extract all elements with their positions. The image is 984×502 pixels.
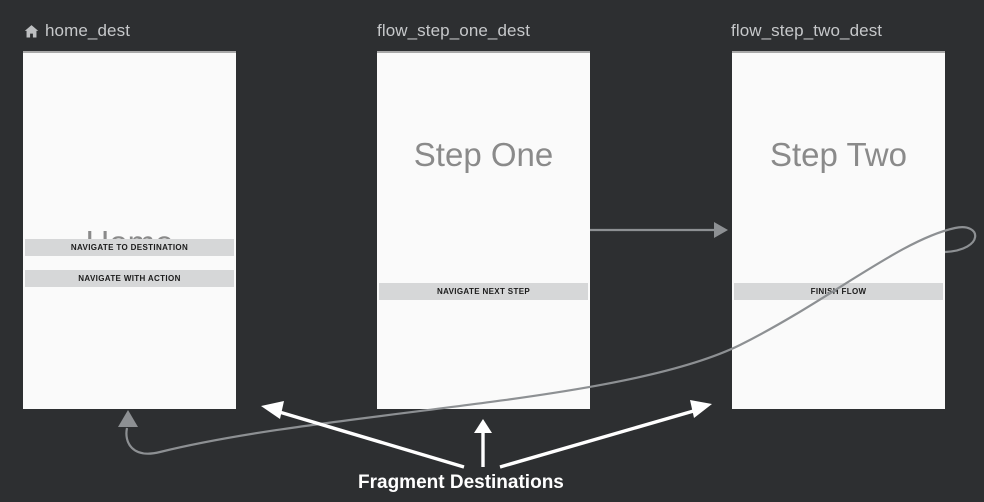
annotation-pointer-left [261,401,465,469]
destination-label-text: flow_step_two_dest [731,21,883,40]
edge-step-one-to-step-two[interactable] [590,222,728,238]
destination-label-text: home_dest [45,21,131,40]
screen-button-finish-flow[interactable]: FINISH FLOW [734,283,943,300]
home-icon [23,23,40,40]
destination-card-home-dest[interactable]: Home NAVIGATE TO DESTINATION NAVIGATE WI… [23,51,236,409]
screen-title-step-one: Step One [413,136,554,173]
screen-button-navigate-with-action[interactable]: NAVIGATE WITH ACTION [25,270,234,287]
screen-button-navigate-to-destination[interactable]: NAVIGATE TO DESTINATION [25,239,234,256]
screen-button-navigate-next-step[interactable]: NAVIGATE NEXT STEP [379,283,588,300]
destination-label-flow-step-two-dest[interactable]: flow_step_two_dest [731,21,882,41]
destination-label-flow-step-one-dest[interactable]: flow_step_one_dest [377,21,530,41]
destination-card-flow-step-two-dest[interactable]: Step Two FINISH FLOW [732,51,945,409]
screen-title-step-two: Step Two [770,136,907,173]
destination-label-text: flow_step_one_dest [377,21,531,40]
destination-card-flow-step-one-dest[interactable]: Step One NAVIGATE NEXT STEP [377,51,590,409]
annotation-pointer-right [499,400,712,469]
annotation-caption: Fragment Destinations [358,472,564,493]
annotation-pointer-center [474,419,492,467]
destination-label-home-dest[interactable]: home_dest [23,21,130,41]
